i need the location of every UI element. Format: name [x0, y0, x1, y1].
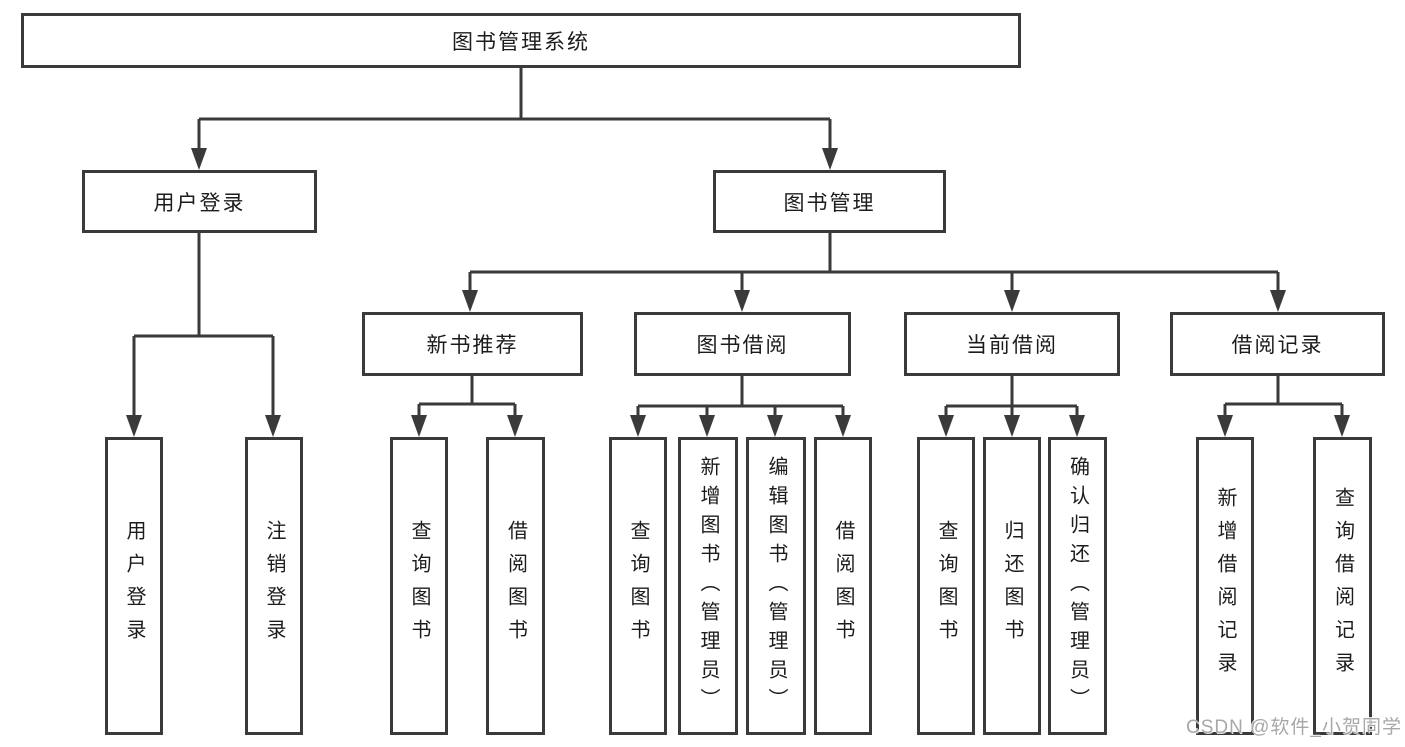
leaf-records-add-record: 新增借阅记录	[1196, 437, 1254, 735]
arrowhead	[1004, 415, 1020, 437]
leaf-logout: 注销登录	[245, 437, 303, 735]
node-new-book-recommend-label: 新书推荐	[426, 334, 519, 357]
arrowhead	[835, 415, 851, 437]
leaf-current-confirm-return-admin: 确认归还（管理员）	[1048, 437, 1107, 735]
connector-book-management-sections	[468, 233, 1280, 294]
node-new-book-recommend: 新书推荐	[362, 312, 583, 376]
connector-current-children	[944, 376, 1079, 421]
leaf-records-query-record: 查询借阅记录	[1313, 437, 1372, 735]
leaf-current-return-books: 归还图书	[983, 437, 1041, 735]
arrowhead	[265, 415, 281, 437]
arrowhead	[411, 415, 427, 437]
leaf-current-return-books-label: 归还图书	[1001, 520, 1023, 652]
node-current-borrow-label: 当前借阅	[966, 334, 1058, 357]
leaf-borrow-query-books-label: 查询图书	[627, 520, 649, 652]
leaf-current-confirm-return-admin-label: 确认归还（管理员）	[1066, 455, 1089, 717]
node-book-borrow: 图书借阅	[634, 312, 851, 376]
leaf-borrow-borrow-books-label: 借阅图书	[832, 520, 854, 652]
arrowhead	[126, 415, 142, 437]
csdn-watermark: CSDN @软件_小贺同学	[1186, 717, 1402, 738]
arrowhead	[630, 415, 646, 437]
leaf-logout-label: 注销登录	[263, 520, 285, 652]
connector-user-login-children	[132, 233, 275, 419]
leaf-current-query-books-label: 查询图书	[935, 520, 957, 652]
arrowhead	[507, 415, 523, 437]
node-borrow-records-label: 借阅记录	[1231, 334, 1324, 357]
node-user-login-label: 用户登录	[153, 191, 246, 215]
leaf-user-login-label: 用户登录	[123, 520, 145, 652]
arrowhead	[191, 148, 207, 170]
leaf-borrow-edit-book-admin-label: 编辑图书（管理员）	[765, 455, 787, 717]
node-root: 图书管理系统	[21, 13, 1021, 68]
leaf-recommend-query-books-label: 查询图书	[408, 520, 430, 652]
node-book-borrow-label: 图书借阅	[696, 334, 789, 357]
node-borrow-records: 借阅记录	[1170, 312, 1385, 376]
connector-root-to-level2	[197, 68, 832, 152]
connector-borrow-children	[636, 376, 845, 421]
leaf-current-query-books: 查询图书	[917, 437, 975, 735]
arrowhead	[938, 415, 954, 437]
arrowhead	[1217, 415, 1233, 437]
arrowhead	[699, 415, 715, 437]
leaf-borrow-borrow-books: 借阅图书	[814, 437, 872, 735]
arrowhead	[767, 415, 783, 437]
leaf-recommend-borrow-books: 借阅图书	[486, 437, 545, 735]
leaf-borrow-query-books: 查询图书	[609, 437, 667, 735]
leaf-recommend-borrow-books-label: 借阅图书	[504, 520, 527, 652]
arrowhead	[1334, 415, 1350, 437]
leaf-recommend-query-books: 查询图书	[390, 437, 448, 735]
leaf-user-login: 用户登录	[105, 437, 163, 735]
leaf-records-query-record-label: 查询借阅记录	[1331, 487, 1354, 685]
node-current-borrow: 当前借阅	[904, 312, 1120, 376]
leaf-records-add-record-label: 新增借阅记录	[1214, 487, 1236, 685]
arrowhead	[734, 290, 750, 312]
arrowhead	[462, 290, 478, 312]
arrowhead	[1069, 415, 1085, 437]
node-book-management: 图书管理	[713, 170, 946, 233]
leaf-borrow-add-book-admin: 新增图书（管理员）	[678, 437, 738, 735]
node-root-label: 图书管理系统	[452, 30, 590, 54]
arrowhead	[1004, 290, 1020, 312]
arrowhead	[1270, 290, 1286, 312]
connector-recommend-children	[417, 376, 517, 421]
leaf-borrow-edit-book-admin: 编辑图书（管理员）	[746, 437, 806, 735]
arrowhead	[822, 148, 838, 170]
connector-records-children	[1223, 376, 1344, 421]
leaf-borrow-add-book-admin-label: 新增图书（管理员）	[697, 455, 719, 717]
node-user-login: 用户登录	[82, 170, 317, 233]
node-book-management-label: 图书管理	[783, 191, 876, 215]
